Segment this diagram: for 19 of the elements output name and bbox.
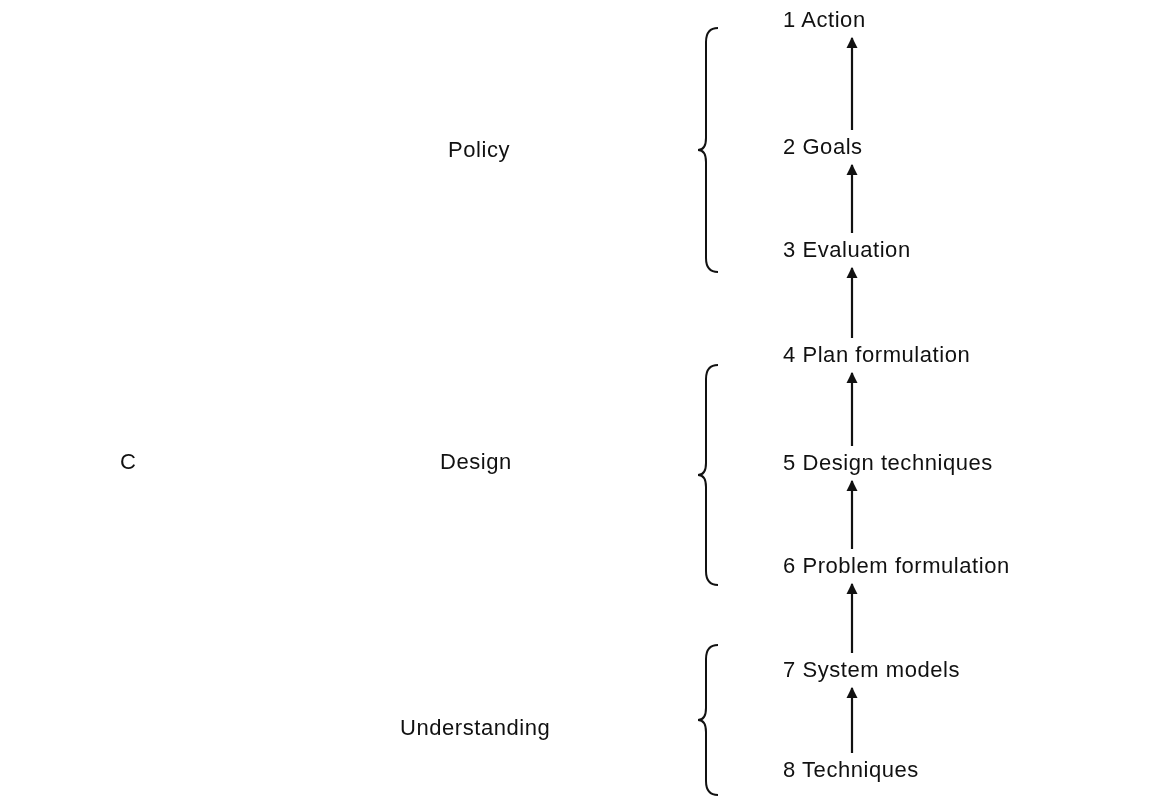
group-label: Design xyxy=(440,451,512,473)
stage-label: 5 Design techniques xyxy=(783,452,993,474)
stage-label: 6 Problem formulation xyxy=(783,555,1010,577)
stage-label: 2 Goals xyxy=(783,136,863,158)
group-label: Policy xyxy=(448,139,510,161)
stage-label: 1 Action xyxy=(783,9,866,31)
group-label: C xyxy=(120,451,137,473)
arrow xyxy=(846,686,858,753)
arrow xyxy=(846,36,858,130)
stage-label: 8 Techniques xyxy=(783,759,919,781)
arrow xyxy=(846,582,858,653)
arrow xyxy=(846,479,858,549)
stage-label: 7 System models xyxy=(783,659,960,681)
arrow xyxy=(846,163,858,233)
stage-label: 3 Evaluation xyxy=(783,239,911,261)
group-label: Understanding xyxy=(400,717,551,739)
arrow xyxy=(846,266,858,338)
arrow xyxy=(846,371,858,446)
stage-label: 4 Plan formulation xyxy=(783,344,971,366)
